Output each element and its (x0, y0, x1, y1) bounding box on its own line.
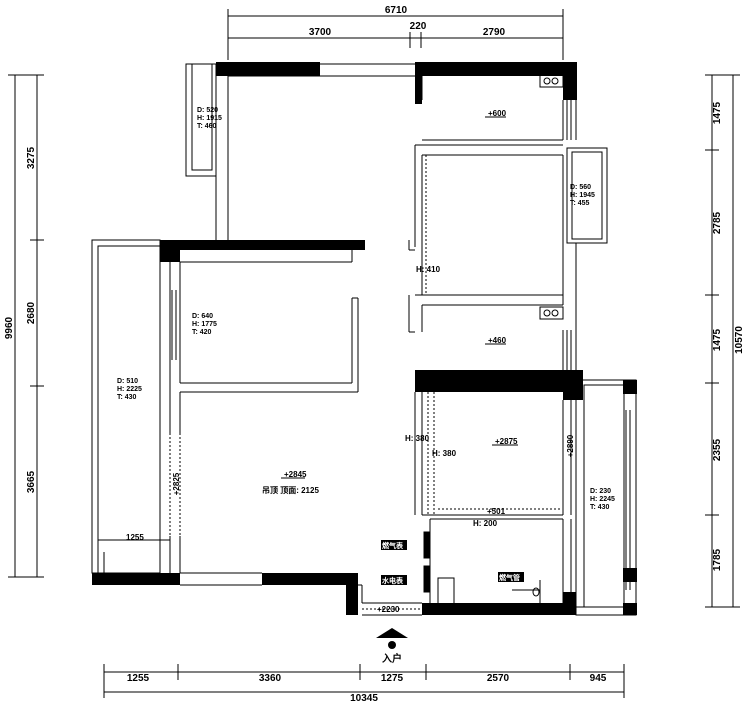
window-3-d: D: 640 (192, 313, 213, 320)
right-dimensions: 1475 2785 1475 2355 1785 10570 (705, 74, 745, 608)
height-410: H: 410 (416, 265, 441, 274)
dim-right-total: 10570 (734, 326, 745, 354)
window-1-d: D: 520 (197, 107, 218, 114)
height-380-b: H: 380 (432, 449, 457, 458)
window-4-h: H: 2225 (117, 386, 142, 393)
dim-top-b: 220 (410, 21, 427, 32)
entry-arrow-icon (376, 628, 408, 638)
left-dimensions: 9960 3275 2680 3665 (4, 74, 44, 578)
door-level: +2230 (377, 605, 400, 614)
dim-right-b: 2785 (712, 211, 723, 234)
dim-left-total: 9960 (4, 316, 15, 339)
level-kitchen-top: +600 (488, 109, 507, 118)
bottom-dimensions: 1255 3360 1275 2570 945 10345 (103, 664, 625, 704)
dim-right-c: 1475 (712, 328, 723, 351)
level-501: +501 (487, 507, 506, 516)
label-utility-meter: 水电表 (382, 576, 404, 585)
dim-bottom-a: 1255 (127, 673, 150, 684)
window-2-h: H: 1945 (570, 192, 595, 199)
dim-bottom-total: 10345 (350, 693, 378, 704)
dim-bottom-b: 3360 (259, 673, 282, 684)
dashed-lines (169, 155, 572, 610)
dim-left-b: 2680 (26, 301, 37, 324)
window-4-d: D: 510 (117, 378, 138, 385)
dim-right-d: 2355 (712, 438, 723, 461)
entry-dot-icon (388, 641, 396, 649)
window-1-h: H: 1915 (197, 115, 222, 122)
dim-right-a: 1475 (712, 101, 723, 124)
window-5-t: T: 430 (590, 504, 610, 511)
label-gas-meter: 燃气表 (381, 541, 404, 550)
dim-top-a: 3700 (309, 27, 332, 38)
wall-level-b: +2890 (566, 434, 575, 457)
wall-outlines (91, 63, 637, 616)
room-annotations: +600 +460 H: 410 +2845 吊顶 顶面: 2125 H: 38… (126, 109, 575, 614)
living-ceiling-note: 吊顶 顶面: 2125 (262, 486, 319, 495)
entry-label: 入户 (382, 652, 402, 665)
entry-marker: 入户 (376, 628, 408, 665)
dim-bottom-e: 945 (590, 673, 607, 684)
window-4-t: T: 430 (117, 394, 137, 401)
window-2-t: T: 455 (570, 200, 590, 207)
level-bath: +460 (488, 336, 507, 345)
window-1-t: T: 460 (197, 123, 217, 130)
window-2-d: D: 560 (570, 184, 591, 191)
window-5-h: H: 2245 (590, 496, 615, 503)
height-380-a: H: 380 (405, 434, 430, 443)
top-dimensions: 6710 3700 220 2790 (227, 5, 564, 60)
window-5-d: D: 230 (590, 488, 611, 495)
wall-level-a: +2825 (172, 472, 181, 495)
dim-bottom-d: 2570 (487, 673, 510, 684)
dim-bottom-c: 1275 (381, 673, 404, 684)
window-annotations: D: 520 H: 1915 T: 460 D: 560 H: 1945 T: … (117, 107, 615, 511)
window-3-t: T: 420 (192, 329, 212, 336)
window-3-h: H: 1775 (192, 321, 217, 328)
height-200: H: 200 (473, 519, 498, 528)
dim-top-total: 6710 (385, 5, 408, 16)
dim-balcony-width: 1255 (126, 533, 144, 542)
dim-left-a: 3275 (26, 146, 37, 169)
dim-left-c: 3665 (26, 470, 37, 493)
dim-right-e: 1785 (712, 548, 723, 571)
label-gas-pipe: 燃气管 (498, 573, 520, 582)
level-living: +2845 (284, 470, 307, 479)
solid-walls (92, 62, 637, 615)
level-bedroom: +2875 (495, 437, 518, 446)
dim-top-c: 2790 (483, 27, 506, 38)
